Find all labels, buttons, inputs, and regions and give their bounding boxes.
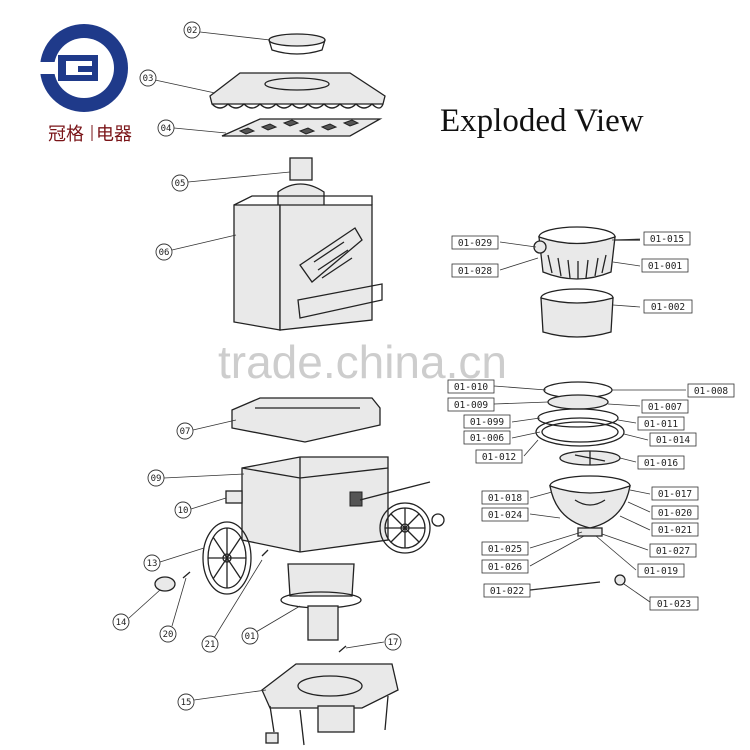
callout-13: 13 <box>143 554 161 572</box>
svg-text:15: 15 <box>181 698 192 708</box>
svg-text:20: 20 <box>163 630 174 640</box>
svg-text:21: 21 <box>205 640 216 650</box>
callout-20: 20 <box>159 625 177 643</box>
label-01-023: 01-023 <box>649 596 699 611</box>
svg-text:06: 06 <box>159 248 170 258</box>
svg-text:01-011: 01-011 <box>644 419 679 430</box>
svg-text:04: 04 <box>161 124 172 134</box>
svg-text:01-025: 01-025 <box>488 544 522 555</box>
label-01-007: 01-007 <box>641 399 689 414</box>
svg-text:01-099: 01-099 <box>470 417 505 428</box>
svg-text:01-029: 01-029 <box>458 238 493 249</box>
label-01-024: 01-024 <box>481 507 529 522</box>
label-01-017: 01-017 <box>651 486 699 501</box>
callout-01: 01 <box>241 627 259 645</box>
svg-text:01-001: 01-001 <box>648 261 683 272</box>
label-01-016: 01-016 <box>637 455 685 470</box>
callout-09: 09 <box>147 469 165 487</box>
svg-text:01-007: 01-007 <box>648 402 682 413</box>
svg-text:01-022: 01-022 <box>490 586 524 597</box>
svg-text:01-023: 01-023 <box>657 599 691 610</box>
callout-15: 15 <box>177 693 195 711</box>
logo-suffix: 电器 <box>96 124 132 145</box>
svg-text:01-015: 01-015 <box>650 234 684 245</box>
label-01-006: 01-006 <box>463 430 511 445</box>
svg-text:01-008: 01-008 <box>694 386 729 397</box>
label-01-010: 01-010 <box>447 379 495 394</box>
callout-07: 07 <box>176 422 194 440</box>
svg-text:01-024: 01-024 <box>488 510 523 521</box>
callout-17: 17 <box>384 633 402 651</box>
svg-text:10: 10 <box>178 506 189 516</box>
label-01-028: 01-028 <box>451 263 499 278</box>
label-01-022: 01-022 <box>483 583 531 598</box>
label-01-025: 01-025 <box>481 541 529 556</box>
label-01-026: 01-026 <box>481 559 529 574</box>
left-assembly <box>154 33 445 746</box>
label-01-099: 01-099 <box>463 414 511 429</box>
label-01-009: 01-009 <box>447 397 495 412</box>
callout-04: 04 <box>157 119 175 137</box>
label-01-029: 01-029 <box>451 235 499 250</box>
svg-text:03: 03 <box>143 74 154 84</box>
svg-text:02: 02 <box>187 26 198 36</box>
label-01-011: 01-011 <box>637 416 685 431</box>
callout-03: 03 <box>139 69 157 87</box>
label-01-027: 01-027 <box>649 543 697 558</box>
svg-text:01-026: 01-026 <box>488 562 523 573</box>
callout-05: 05 <box>171 174 189 192</box>
label-01-008: 01-008 <box>687 383 735 398</box>
svg-text:01-027: 01-027 <box>656 546 690 557</box>
right-labels: 01-029 01-015 01-028 01-001 01-002 01-01… <box>447 231 735 611</box>
right-leaders <box>493 238 686 603</box>
callout-21: 21 <box>201 635 219 653</box>
right-assembly <box>529 226 640 591</box>
label-01-015: 01-015 <box>643 231 691 246</box>
svg-text:01-009: 01-009 <box>454 400 489 411</box>
svg-text:01-020: 01-020 <box>658 508 693 519</box>
label-01-020: 01-020 <box>651 505 699 520</box>
svg-text:01-012: 01-012 <box>482 452 516 463</box>
svg-text:01-021: 01-021 <box>658 525 693 536</box>
svg-text:01-019: 01-019 <box>644 566 679 577</box>
left-callouts: 02 03 04 05 06 07 09 10 13 14 20 21 01 1… <box>112 21 402 711</box>
svg-text:01-014: 01-014 <box>656 435 691 446</box>
callout-02: 02 <box>183 21 201 39</box>
leader-lines <box>128 31 385 701</box>
svg-text:07: 07 <box>180 427 191 437</box>
brand-logo: 冠格 电器 <box>36 24 132 145</box>
label-01-002: 01-002 <box>643 299 693 314</box>
label-01-021: 01-021 <box>651 522 699 537</box>
svg-text:01-017: 01-017 <box>658 489 692 500</box>
label-01-012: 01-012 <box>475 449 523 464</box>
label-01-001: 01-001 <box>641 258 689 273</box>
svg-text:01-006: 01-006 <box>470 433 505 444</box>
label-01-019: 01-019 <box>637 563 685 578</box>
label-01-018: 01-018 <box>481 490 529 505</box>
svg-text:17: 17 <box>388 638 399 648</box>
svg-text:01-028: 01-028 <box>458 266 493 277</box>
svg-text:13: 13 <box>147 559 158 569</box>
callout-06: 06 <box>155 243 173 261</box>
svg-text:09: 09 <box>151 474 162 484</box>
svg-text:01-016: 01-016 <box>644 458 679 469</box>
svg-text:01-002: 01-002 <box>651 302 685 313</box>
svg-text:01-018: 01-018 <box>488 493 523 504</box>
logo-name: 冠格 <box>48 124 84 145</box>
diagram-title: Exploded View <box>440 103 644 139</box>
svg-text:01: 01 <box>245 632 256 642</box>
watermark: trade.china.cn <box>218 336 507 388</box>
callout-14: 14 <box>112 613 130 631</box>
svg-text:05: 05 <box>175 179 186 189</box>
callout-10: 10 <box>174 501 192 519</box>
svg-text:01-010: 01-010 <box>454 382 489 393</box>
label-01-014: 01-014 <box>649 432 697 447</box>
svg-text:14: 14 <box>116 618 127 628</box>
